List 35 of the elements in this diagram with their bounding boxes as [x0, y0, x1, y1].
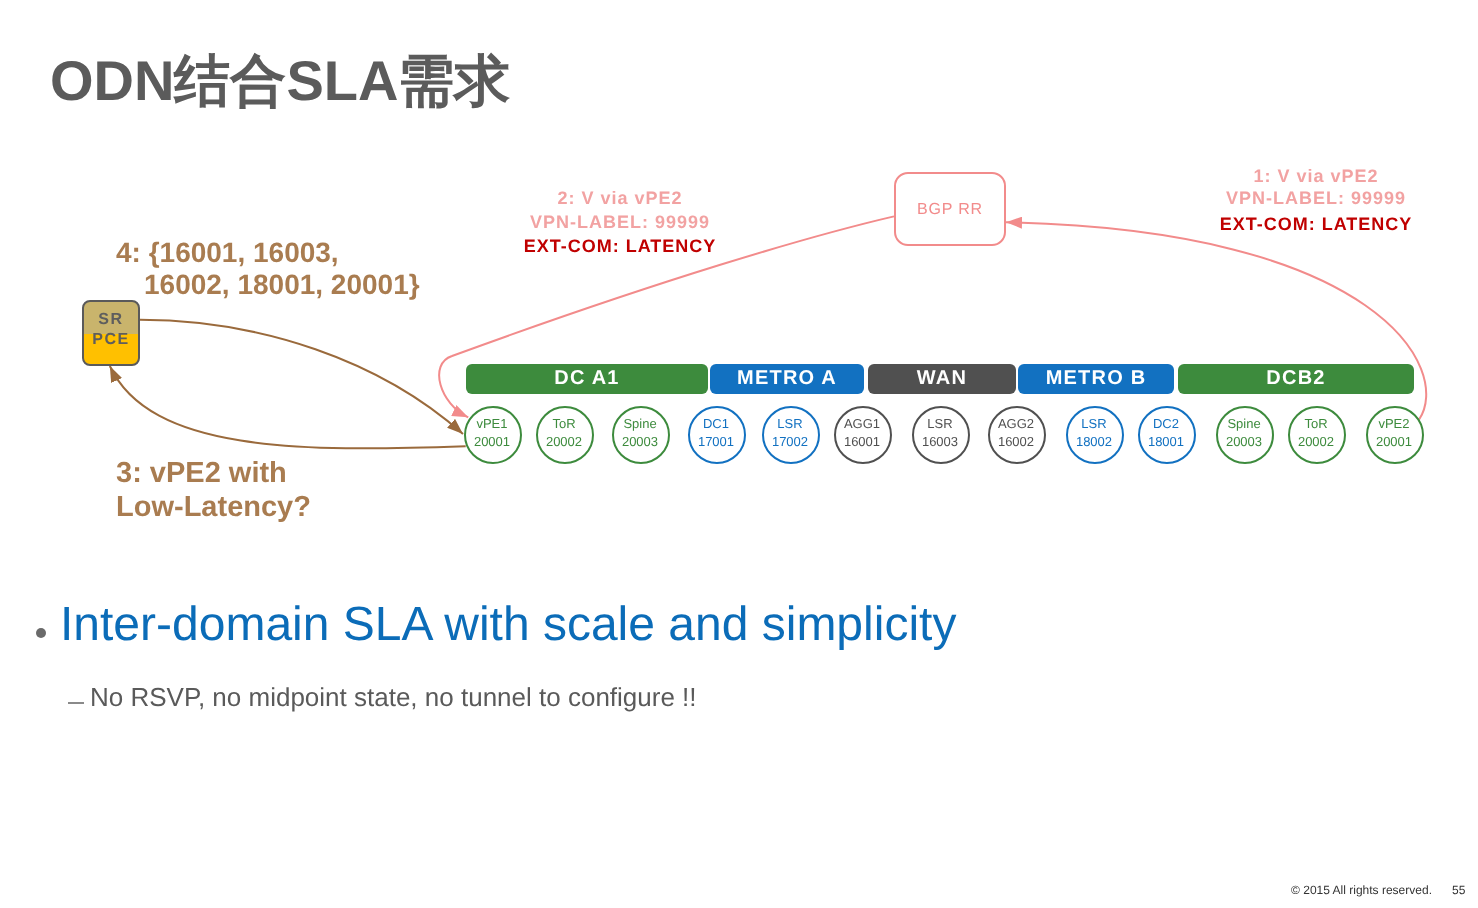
router-circle	[463, 405, 521, 463]
query-label: 3: vPE2 with Low-Latency?	[116, 458, 313, 526]
router-circle	[611, 405, 669, 463]
message-label: EXT-COM: LATENCY	[1219, 212, 1413, 236]
arrow	[139, 318, 464, 435]
router-circle	[535, 405, 593, 463]
arrow	[438, 215, 895, 419]
domain-bar: METRO B	[1018, 364, 1174, 394]
router-circle	[1137, 405, 1195, 463]
router-circle	[987, 405, 1045, 463]
sub-bullet-text: No RSVP, no midpoint state, no tunnel to configure !!	[90, 682, 697, 714]
router-circle	[833, 405, 891, 463]
message-label: EXT-COM: LATENCY	[523, 234, 717, 258]
domain-bar: DC A1	[466, 364, 708, 394]
domain-bar: WAN	[868, 364, 1016, 394]
segment-list-label: 4: {16001, 16003, 16002, 18001, 20001}	[116, 236, 422, 300]
router-circle	[1365, 405, 1423, 463]
arrow	[108, 365, 467, 450]
router-circle	[761, 405, 819, 463]
router-circle	[1065, 405, 1123, 463]
message-label: 1: V via vPE2	[1253, 164, 1379, 188]
message-label: 2: V via vPE2	[557, 186, 683, 210]
arrow	[1005, 217, 1427, 421]
router-circle	[687, 405, 745, 463]
domain-bar: DCB2	[1178, 364, 1414, 394]
bullet-text: Inter-domain SLA with scale and simplicity	[60, 598, 957, 654]
message-label: VPN-LABEL: 99999	[529, 210, 711, 234]
router-circle	[1287, 405, 1345, 463]
domain-bar: METRO A	[710, 364, 864, 394]
router-circle	[911, 405, 969, 463]
slide-title: ODN结合SLA需求	[50, 50, 511, 114]
message-label: VPN-LABEL: 99999	[1225, 186, 1407, 210]
router-circle	[1215, 405, 1273, 463]
controller-box: SR PCE	[82, 300, 140, 366]
route-reflector-box: BGP RR	[894, 172, 1006, 246]
